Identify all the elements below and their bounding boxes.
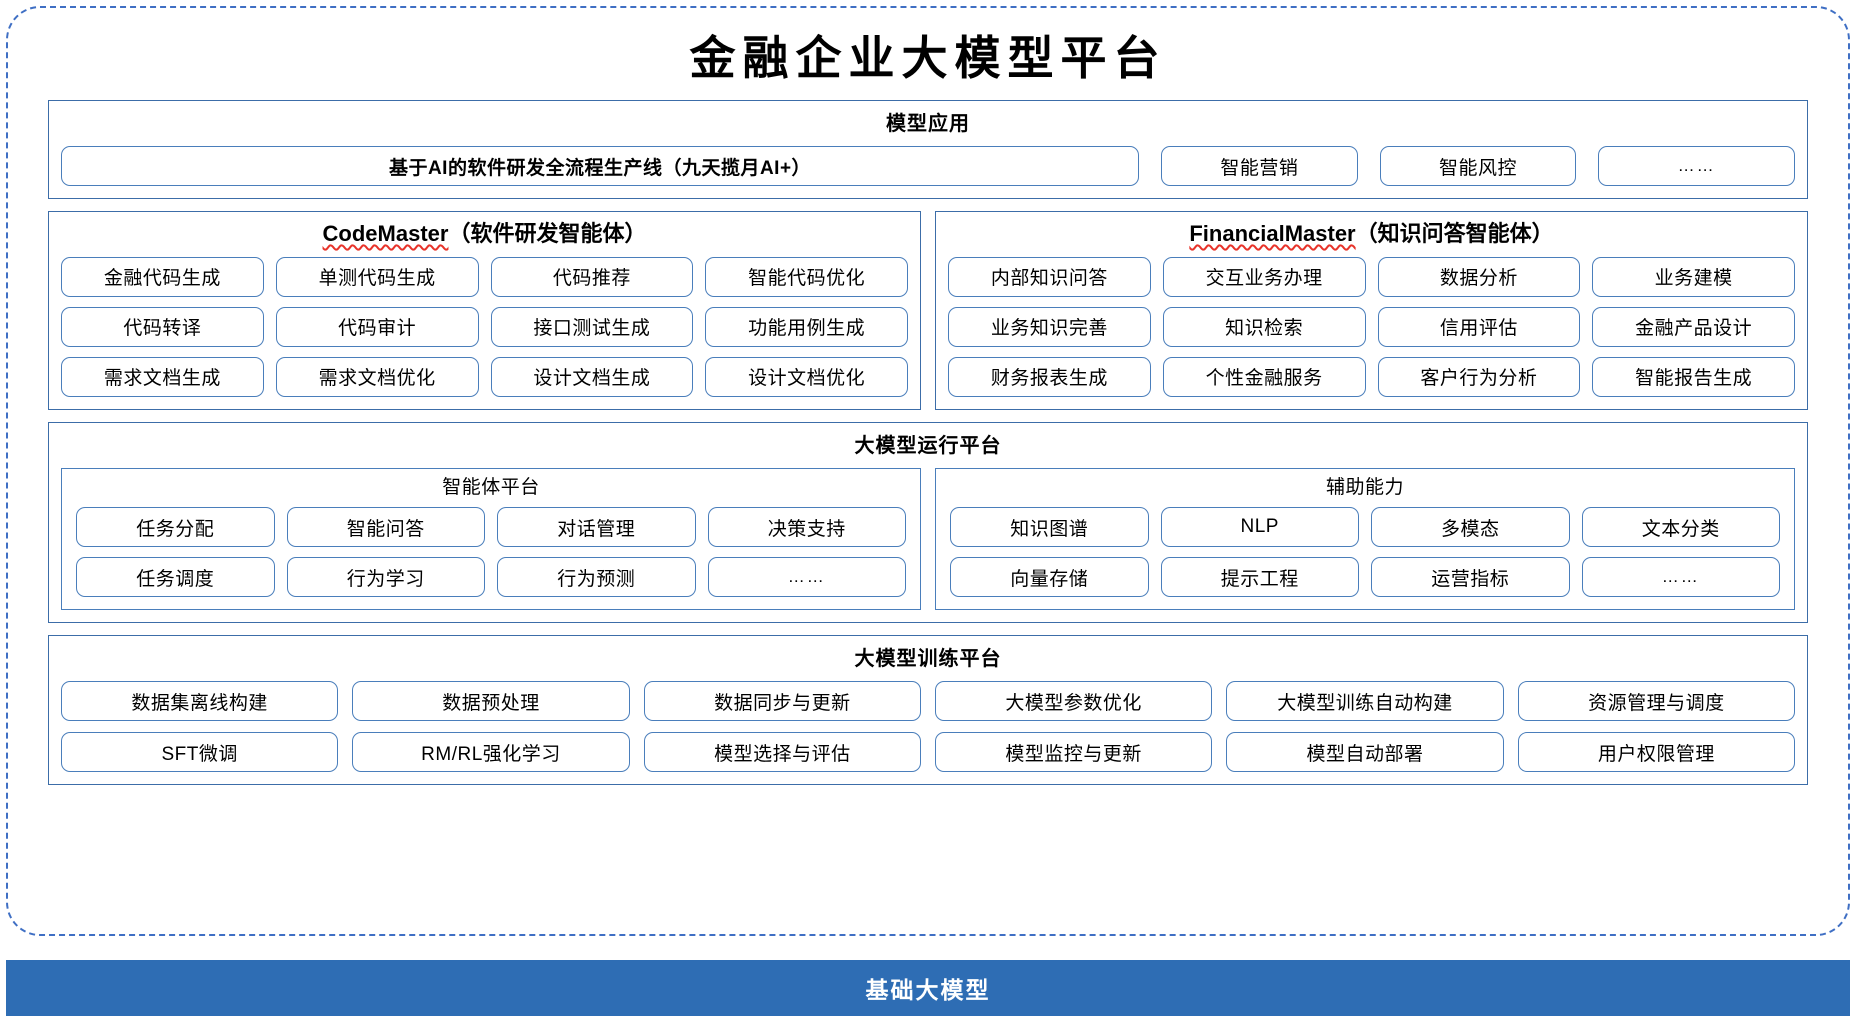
codemaster-name-en: CodeMaster bbox=[322, 221, 449, 246]
agent-platform-title: 智能体平台 bbox=[442, 476, 540, 498]
base-model-label: 基础大模型 bbox=[865, 977, 991, 1003]
model-application-title: 模型应用 bbox=[886, 113, 970, 135]
training-item-10[interactable]: 模型自动部署 bbox=[1226, 732, 1504, 773]
runtime-columns: 智能体平台 任务分配 智能问答 对话管理 决策支持 任务调度 行为学习 行为预测… bbox=[61, 467, 1795, 611]
codemaster-item-5[interactable]: 代码审计 bbox=[275, 306, 479, 347]
agent-platform-items: 任务分配 智能问答 对话管理 决策支持 任务调度 行为学习 行为预测 …… bbox=[76, 507, 906, 598]
codemaster-items: 金融代码生成 单测代码生成 代码推荐 智能代码优化 代码转译 代码审计 接口测试… bbox=[61, 256, 908, 397]
training-item-6[interactable]: SFT微调 bbox=[61, 732, 339, 773]
financialmaster-item-2[interactable]: 数据分析 bbox=[1377, 256, 1581, 297]
agent-platform-item-2[interactable]: 对话管理 bbox=[497, 507, 696, 548]
codemaster-title: CodeMaster（软件研发智能体） bbox=[61, 218, 908, 257]
app-item-smart-marketing[interactable]: 智能营销 bbox=[1161, 146, 1358, 186]
base-model-bar: 基础大模型 bbox=[6, 960, 1850, 1016]
ai-sdlc-pipeline-pill[interactable]: 基于AI的软件研发全流程生产线（九天揽月AI+） bbox=[61, 146, 1139, 186]
model-application-items: 基于AI的软件研发全流程生产线（九天揽月AI+） 智能营销 智能风控 …… bbox=[61, 146, 1796, 186]
financialmaster-panel: FinancialMaster（知识问答智能体） 内部知识问答 交互业务办理 数… bbox=[935, 211, 1808, 410]
financialmaster-item-3[interactable]: 业务建模 bbox=[1592, 256, 1795, 297]
training-item-1[interactable]: 数据预处理 bbox=[352, 681, 630, 722]
training-item-2[interactable]: 数据同步与更新 bbox=[643, 681, 921, 722]
codemaster-item-11[interactable]: 设计文档优化 bbox=[705, 356, 908, 397]
training-item-0[interactable]: 数据集离线构建 bbox=[61, 681, 339, 722]
app-item-smart-risk-control[interactable]: 智能风控 bbox=[1379, 146, 1577, 186]
financialmaster-item-11[interactable]: 智能报告生成 bbox=[1592, 356, 1795, 397]
app-item-more[interactable]: …… bbox=[1598, 146, 1796, 186]
codemaster-item-4[interactable]: 代码转译 bbox=[61, 306, 264, 347]
financialmaster-name-en: FinancialMaster bbox=[1189, 221, 1356, 246]
auxiliary-item-6[interactable]: 运营指标 bbox=[1371, 557, 1570, 598]
training-item-3[interactable]: 大模型参数优化 bbox=[935, 681, 1213, 722]
auxiliary-item-more[interactable]: …… bbox=[1581, 557, 1780, 598]
agent-platform-item-4[interactable]: 任务调度 bbox=[76, 557, 275, 598]
training-item-4[interactable]: 大模型训练自动构建 bbox=[1226, 681, 1504, 722]
agents-row: CodeMaster（软件研发智能体） 金融代码生成 单测代码生成 代码推荐 智… bbox=[48, 211, 1808, 410]
codemaster-item-0[interactable]: 金融代码生成 bbox=[61, 256, 264, 297]
financialmaster-item-9[interactable]: 个性金融服务 bbox=[1162, 356, 1366, 397]
codemaster-item-1[interactable]: 单测代码生成 bbox=[275, 256, 479, 297]
financialmaster-item-8[interactable]: 财务报表生成 bbox=[948, 356, 1151, 397]
codemaster-panel: CodeMaster（软件研发智能体） 金融代码生成 单测代码生成 代码推荐 智… bbox=[48, 211, 921, 410]
runtime-platform-title: 大模型运行平台 bbox=[854, 434, 1002, 457]
codemaster-item-3[interactable]: 智能代码优化 bbox=[705, 256, 908, 297]
training-platform-panel: 大模型训练平台 数据集离线构建 数据预处理 数据同步与更新 大模型参数优化 大模… bbox=[48, 635, 1808, 786]
training-platform-title: 大模型训练平台 bbox=[854, 648, 1002, 671]
codemaster-item-10[interactable]: 设计文档生成 bbox=[490, 356, 694, 397]
training-item-8[interactable]: 模型选择与评估 bbox=[643, 732, 921, 773]
agent-platform-item-0[interactable]: 任务分配 bbox=[76, 507, 275, 548]
auxiliary-item-0[interactable]: 知识图谱 bbox=[950, 507, 1149, 548]
financialmaster-items: 内部知识问答 交互业务办理 数据分析 业务建模 业务知识完善 知识检索 信用评估… bbox=[948, 256, 1795, 397]
financialmaster-item-4[interactable]: 业务知识完善 bbox=[948, 306, 1151, 347]
financialmaster-item-7[interactable]: 金融产品设计 bbox=[1592, 306, 1795, 347]
outer-dashed-frame: 金融企业大模型平台 模型应用 基于AI的软件研发全流程生产线（九天揽月AI+） … bbox=[6, 6, 1850, 936]
auxiliary-item-4[interactable]: 向量存储 bbox=[950, 557, 1149, 598]
training-platform-items: 数据集离线构建 数据预处理 数据同步与更新 大模型参数优化 大模型训练自动构建 … bbox=[61, 681, 1795, 773]
runtime-platform-panel: 大模型运行平台 智能体平台 任务分配 智能问答 对话管理 决策支持 任务调度 行… bbox=[48, 421, 1808, 624]
codemaster-name-cn: （软件研发智能体） bbox=[448, 221, 647, 246]
financialmaster-item-5[interactable]: 知识检索 bbox=[1162, 306, 1366, 347]
financialmaster-item-0[interactable]: 内部知识问答 bbox=[948, 256, 1151, 297]
auxiliary-item-5[interactable]: 提示工程 bbox=[1160, 557, 1359, 598]
agent-platform-item-more[interactable]: …… bbox=[707, 557, 906, 598]
agent-platform-item-5[interactable]: 行为学习 bbox=[286, 557, 485, 598]
auxiliary-item-2[interactable]: 多模态 bbox=[1371, 507, 1570, 548]
financialmaster-item-10[interactable]: 客户行为分析 bbox=[1377, 356, 1581, 397]
auxiliary-capability-items: 知识图谱 NLP 多模态 文本分类 向量存储 提示工程 运营指标 …… bbox=[950, 507, 1780, 598]
auxiliary-item-3[interactable]: 文本分类 bbox=[1581, 507, 1780, 548]
financialmaster-name-cn: （知识问答智能体） bbox=[1355, 221, 1554, 246]
financialmaster-item-1[interactable]: 交互业务办理 bbox=[1162, 256, 1366, 297]
codemaster-item-6[interactable]: 接口测试生成 bbox=[490, 306, 694, 347]
agent-platform-column: 智能体平台 任务分配 智能问答 对话管理 决策支持 任务调度 行为学习 行为预测… bbox=[61, 467, 921, 611]
auxiliary-capability-title: 辅助能力 bbox=[1325, 476, 1404, 498]
training-item-5[interactable]: 资源管理与调度 bbox=[1517, 681, 1795, 722]
financialmaster-item-6[interactable]: 信用评估 bbox=[1377, 306, 1581, 347]
codemaster-item-8[interactable]: 需求文档生成 bbox=[61, 356, 264, 397]
training-item-9[interactable]: 模型监控与更新 bbox=[935, 732, 1213, 773]
training-item-7[interactable]: RM/RL强化学习 bbox=[352, 732, 630, 773]
agent-platform-item-3[interactable]: 决策支持 bbox=[707, 507, 906, 548]
codemaster-item-9[interactable]: 需求文档优化 bbox=[275, 356, 479, 397]
agent-platform-item-1[interactable]: 智能问答 bbox=[286, 507, 485, 548]
auxiliary-capability-column: 辅助能力 知识图谱 NLP 多模态 文本分类 向量存储 提示工程 运营指标 …… bbox=[935, 467, 1795, 611]
page-title: 金融企业大模型平台 bbox=[689, 33, 1167, 84]
financialmaster-title: FinancialMaster（知识问答智能体） bbox=[948, 218, 1795, 257]
training-item-11[interactable]: 用户权限管理 bbox=[1517, 732, 1795, 773]
agent-platform-item-6[interactable]: 行为预测 bbox=[497, 557, 696, 598]
auxiliary-item-1[interactable]: NLP bbox=[1160, 507, 1359, 548]
codemaster-item-2[interactable]: 代码推荐 bbox=[490, 256, 694, 297]
model-application-panel: 模型应用 基于AI的软件研发全流程生产线（九天揽月AI+） 智能营销 智能风控 … bbox=[48, 100, 1808, 199]
codemaster-item-7[interactable]: 功能用例生成 bbox=[705, 306, 908, 347]
